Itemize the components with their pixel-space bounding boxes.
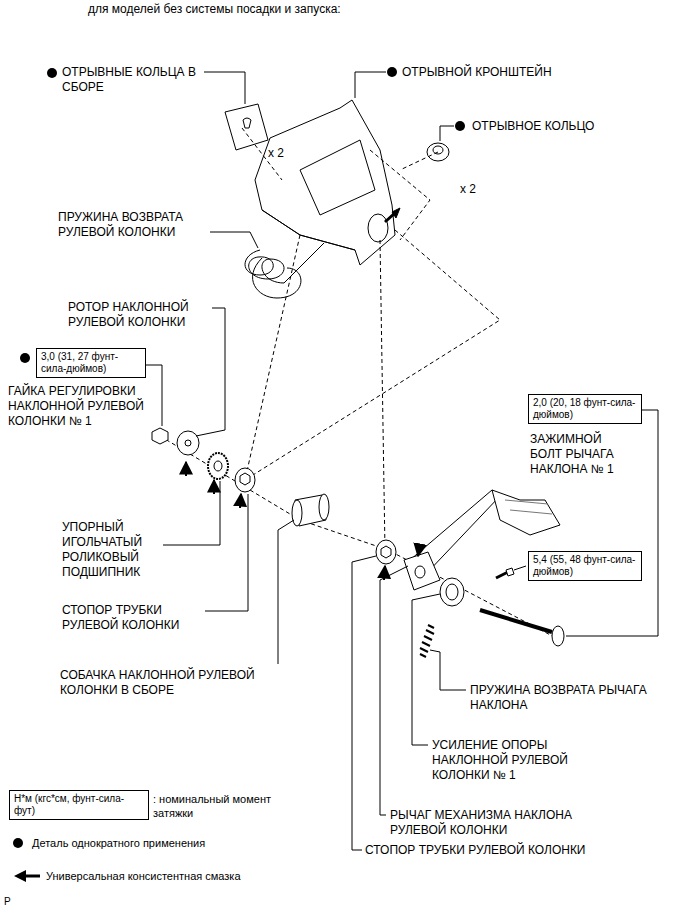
part-label: РОТОР НАКЛОННОЙ РУЛЕВОЙ КОЛОНКИ bbox=[68, 300, 213, 330]
part-label: ПРУЖИНА ВОЗВРАТА РУЛЕВОЙ КОЛОНКИ bbox=[58, 210, 208, 240]
part-label: ОТРЫВНЫЕ КОЛЬЦА В СБОРЕ bbox=[62, 65, 202, 95]
quantity-note: x 2 bbox=[268, 146, 284, 161]
part-label: ОТРЫВНОЙ КРОНШТЕЙН bbox=[402, 65, 552, 80]
page-title: для моделей без системы посадки и запуск… bbox=[88, 2, 341, 17]
part-label: ЗАЖИМНОЙ БОЛТ РЫЧАГА НАКЛОНА № 1 bbox=[530, 432, 635, 477]
part-label: ПРУЖИНА ВОЗВРАТА РЫЧАГА НАКЛОНА bbox=[470, 683, 680, 713]
torque-box: 5,4 (55, 48 фунт-сила-дюймов) bbox=[528, 551, 642, 581]
torque-box: 3,0 (31, 27 фунт-сила-дюймов) bbox=[36, 348, 146, 378]
torque-value: 3,0 (31, 27 фунт-сила-дюймов) bbox=[41, 351, 141, 375]
torque-value: 2,0 (20, 18 фунт-сила-дюймов) bbox=[533, 397, 637, 421]
legend-text: Деталь однократного применения bbox=[32, 836, 205, 850]
legend-text: : номинальный момент затяжки bbox=[153, 792, 278, 820]
part-label: РЫЧАГ МЕХАНИЗМА НАКЛОНА РУЛЕВОЙ КОЛОНКИ bbox=[390, 808, 605, 838]
part-label: УПОРНЫЙ ИГОЛЬЧАТЫЙ РОЛИКОВЫЙ ПОДШИПНИК bbox=[62, 520, 162, 580]
part-label: СТОПОР ТРУБКИ РУЛЕВОЙ КОЛОНКИ bbox=[365, 843, 586, 858]
part-label: P bbox=[4, 894, 11, 909]
part-label: ГАЙКА РЕГУЛИРОВКИ НАКЛОННОЙ РУЛЕВОЙ КОЛО… bbox=[8, 384, 164, 429]
part-label: СОБАЧКА НАКЛОННОЙ РУЛЕВОЙ КОЛОНКИ В СБОР… bbox=[60, 668, 275, 698]
torque-value: Н*м (кгс*см, фунт-сила-фут) bbox=[14, 793, 144, 817]
torque-value: 5,4 (55, 48 фунт-сила-дюймов) bbox=[533, 554, 637, 578]
legend-text: Универсальная консистентная смазка bbox=[46, 869, 241, 883]
part-label: УСИЛЕНИЕ ОПОРЫ НАКЛОННОЙ РУЛЕВОЙ КОЛОНКИ… bbox=[432, 738, 592, 783]
part-label: СТОПОР ТРУБКИ РУЛЕВОЙ КОЛОНКИ bbox=[62, 603, 204, 633]
part-label: ОТРЫВНОЕ КОЛЬЦО bbox=[472, 119, 594, 134]
torque-box: Н*м (кгс*см, фунт-сила-фут) bbox=[9, 790, 149, 820]
quantity-note: x 2 bbox=[460, 182, 476, 197]
torque-box: 2,0 (20, 18 фунт-сила-дюймов) bbox=[528, 394, 642, 424]
